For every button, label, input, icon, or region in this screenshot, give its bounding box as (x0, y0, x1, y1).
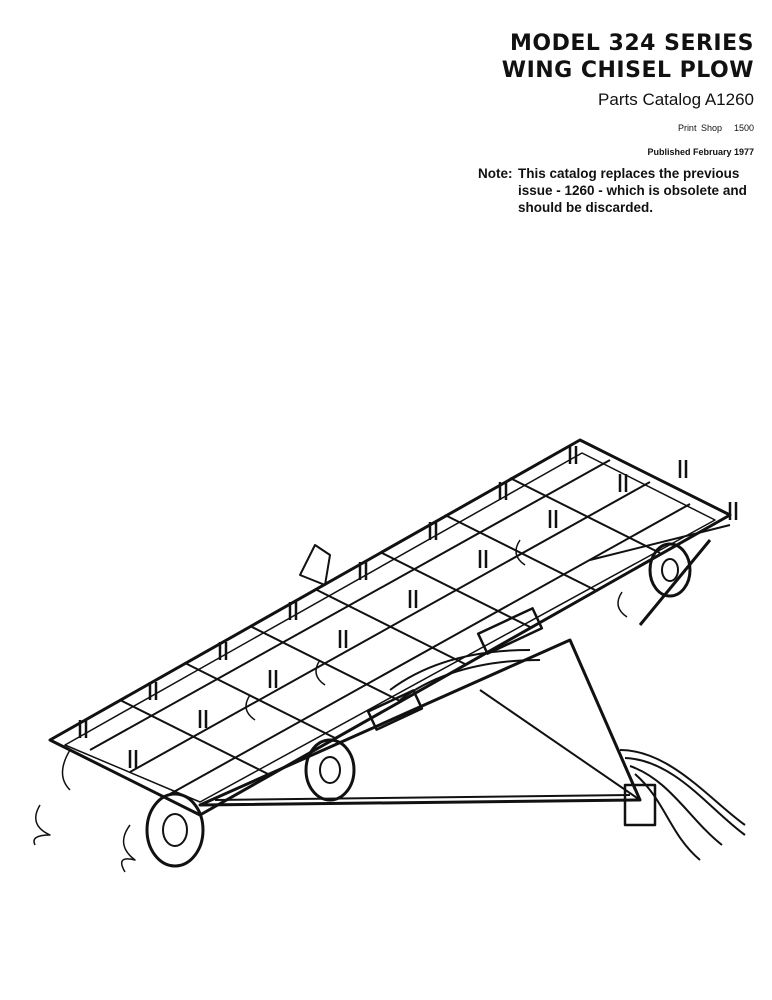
frame-inner (64, 452, 716, 803)
chisel-plow-icon (33, 438, 746, 873)
print-shop-label: Print Shop (677, 123, 722, 133)
note-label: Note: (478, 166, 513, 181)
print-shop-number: 1500 (733, 123, 754, 133)
print-shop-line: Print Shop 1500 (678, 123, 754, 133)
catalog-title: MODEL 324 SERIES WING CHISEL PLOW (502, 30, 754, 84)
title-line-2: WING CHISEL PLOW (501, 58, 754, 83)
published-date: Published February 1977 (647, 147, 754, 157)
catalog-subtitle: Parts Catalog A1260 (598, 90, 754, 109)
chisel-plow-illustration (10, 420, 750, 895)
note-body: This catalog replaces the previous issue… (518, 166, 747, 215)
note-block: Note: This catalog replaces the previous… (478, 165, 763, 216)
title-line-1: MODEL 324 SERIES (509, 31, 754, 56)
hitch-tongue (198, 638, 642, 807)
